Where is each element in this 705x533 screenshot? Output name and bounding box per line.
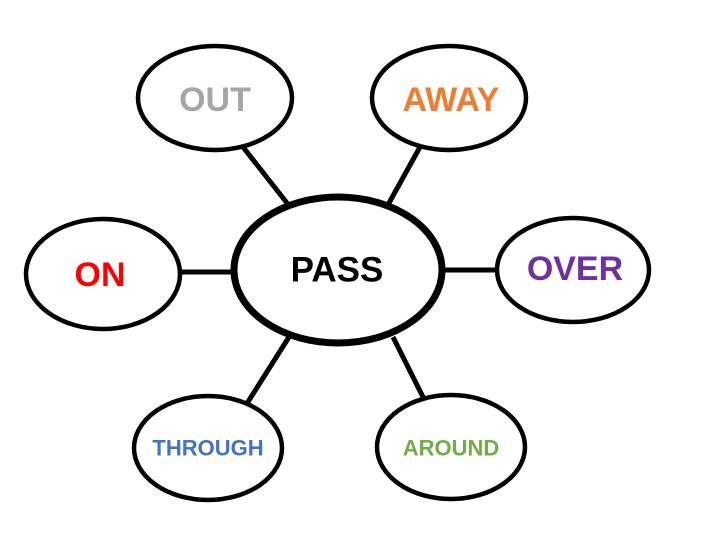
center-label: PASS bbox=[291, 251, 384, 290]
label-on: ON bbox=[75, 256, 126, 294]
node-around bbox=[374, 392, 528, 502]
node-out bbox=[135, 43, 295, 153]
connector-around bbox=[390, 335, 427, 401]
node-center bbox=[230, 193, 446, 347]
node-on bbox=[23, 216, 183, 332]
label-out: OUT bbox=[179, 81, 251, 119]
node-through bbox=[131, 393, 285, 503]
connector-out bbox=[241, 145, 289, 205]
node-over bbox=[494, 215, 652, 325]
node-away bbox=[369, 43, 529, 153]
connector-away bbox=[386, 145, 423, 205]
connector-through bbox=[243, 335, 292, 407]
label-around: AROUND bbox=[403, 436, 500, 461]
label-over: OVER bbox=[527, 250, 623, 288]
label-through: THROUGH bbox=[152, 436, 263, 461]
connectors bbox=[180, 145, 497, 407]
label-away: AWAY bbox=[402, 81, 499, 119]
